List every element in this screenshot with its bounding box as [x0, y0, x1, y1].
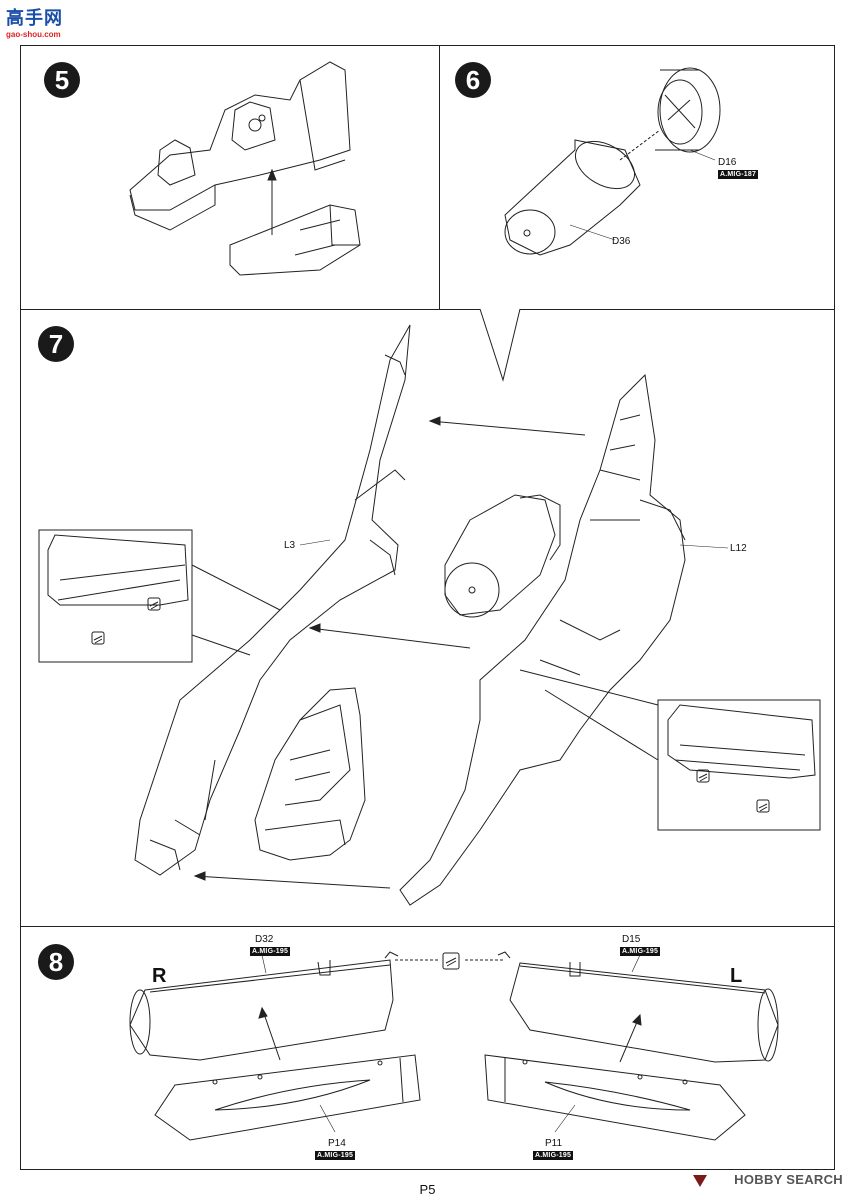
- fuselage-right-half-drawing: [399, 373, 686, 906]
- duct-right-drawing: [129, 951, 399, 1061]
- step-5-badge: 5: [44, 62, 80, 98]
- brand-watermark: HOBBY SEARCH: [734, 1172, 843, 1187]
- exhaust-drawing: [504, 67, 721, 256]
- part-tag-d16: A.MIG-187: [718, 170, 759, 179]
- part-tag-p11: A.MIG-195: [533, 1151, 574, 1160]
- site-watermark: 高手网 gao-shou.com: [6, 4, 76, 39]
- panel-p11-drawing: [484, 1054, 746, 1141]
- page-number: P5: [419, 1182, 436, 1197]
- duct-left-drawing: [497, 951, 779, 1063]
- fuselage-left-half-drawing: [134, 324, 411, 876]
- part-label-d36: D36: [612, 236, 631, 247]
- part-tag-p14: A.MIG-195: [315, 1151, 356, 1160]
- step-7-badge: 7: [38, 326, 74, 362]
- part-label-l3: L3: [284, 540, 296, 551]
- side-marker-left: L: [730, 965, 743, 987]
- part-label-p14: P14: [328, 1138, 346, 1149]
- part-label-d15: D15: [622, 934, 641, 945]
- side-marker-right: R: [152, 965, 167, 987]
- watermark-url: gao-shou.com: [6, 30, 61, 39]
- part-label-p11: P11: [545, 1138, 563, 1149]
- part-label-l12: L12: [730, 543, 747, 554]
- cockpit-tub-drawing: [129, 61, 361, 276]
- panel-step-8: [20, 926, 835, 1170]
- part-tag-d15: A.MIG-195: [620, 947, 661, 956]
- watermark-title: 高手网: [6, 8, 63, 29]
- part-label-d16: D16: [718, 157, 737, 168]
- step-8-badge: 8: [38, 944, 74, 980]
- step-6-badge: 6: [455, 62, 491, 98]
- part-tag-d32: A.MIG-195: [250, 947, 291, 956]
- exhaust-assembly-drawing: [444, 494, 561, 618]
- ejection-seat-drawing: [254, 687, 366, 861]
- part-label-d32: D32: [255, 934, 274, 945]
- panel-p14-drawing: [154, 1054, 421, 1141]
